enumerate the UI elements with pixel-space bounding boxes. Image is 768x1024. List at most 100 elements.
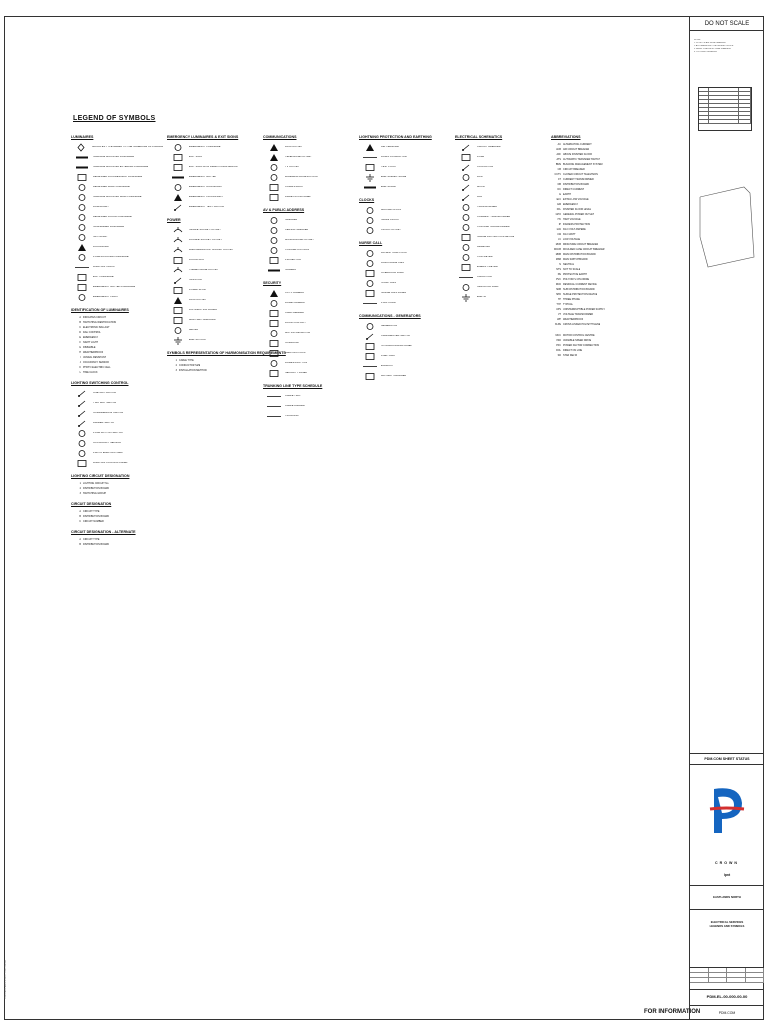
circle-icon [78,193,86,201]
triangle-icon [78,243,86,251]
legend-row: SPOTLIGHT [71,232,163,242]
legend-row: ELECTRIC LOCK [263,348,355,358]
note-text: DISTRIBUTION BOARD [83,543,110,546]
revision-cell [739,120,751,123]
legend-row: SUSPENDED LUMINAIRE [71,222,163,232]
symbol-label: CEILING SPEAKER [285,228,309,231]
legend-row: MOTION DETECTOR [263,328,355,338]
circle-icon [78,429,86,437]
note-id: B [79,515,81,518]
line-icon [75,266,89,268]
note-text: TYPICAL [563,303,573,306]
symbol-label: TRANSFORMER [477,205,498,208]
note-id: 2 [79,487,81,490]
legend-row: EMERGENCY LUMINAIRE [167,142,259,152]
section-heading: COMMUNICATIONS - GENERATORS [359,314,421,318]
symbol-label: CHANGEOVER SWITCH [381,334,411,337]
drawing-number: PDM-EL-00-000-00-00 [690,989,764,1003]
note-text: MOTOR CONTROL CENTRE [563,334,595,337]
section-heading: LIGHTING CIRCUIT DESIGNATION [71,474,130,478]
note-id: WP [557,318,561,321]
circle-icon [174,143,182,151]
section-heading: ABBREVIATIONS [551,135,581,139]
symbol-label: TRUNKING [285,414,299,417]
symbol-label: FLOOR BOX [189,258,205,261]
symbol-cell [71,272,93,282]
symbol-cell [71,152,93,162]
note-id: F [79,341,81,344]
note-id: HV [557,218,561,221]
symbol-label: INTERMEDIATE SWITCH [93,411,124,414]
switch-icon [462,184,470,191]
note-id: RCD [555,283,561,286]
section-heading: ELECTRICAL SCHEMATICS [455,135,503,139]
legend-row: SURFACE MOUNTED EXTERNAL LUMINAIRE [71,162,163,172]
legend-row: MICROPHONE OUTLET [263,235,355,245]
symbol-cell [455,182,477,192]
symbol-cell [71,232,93,242]
note-id: UPS [556,308,561,311]
info-grid-cell [746,968,764,972]
section-heading: CIRCUIT DESIGNATION [71,502,112,506]
symbol-label: WIRELESS ACCESS POINT [285,175,319,178]
note-text: VARIABLE SPEED DRIVE [563,339,592,342]
symbol-label: CONTACTOR [477,165,494,168]
symbol-cell [263,348,285,358]
legend-row: PHOTO ELECTRIC CELL [71,448,163,458]
note-text: POWER FACTOR CORRECTION [563,344,600,347]
box-icon [269,309,279,317]
revision-cell: FOR INFORMATION [709,100,740,103]
circle-icon [78,223,86,231]
symbol-cell [359,215,381,225]
legend-row: PROJECTOR [263,255,355,265]
legend-row: EMERGENCY TEST SWITCH [167,202,259,212]
drawing-title-line2: LEGENDS AND SYMBOLS [709,923,745,928]
symbol-label: CCTV CAMERA [285,291,304,294]
circle-icon [366,279,374,287]
symbol-label: EXHAUST [381,364,394,367]
revision-cell [739,96,751,99]
circle-icon [366,226,374,234]
triangle-icon [270,153,278,161]
symbol-cell [263,338,285,348]
legend-row: CIRCUIT BREAKER [455,142,547,152]
legend-row: MCCB [455,182,547,192]
symbol-label: SINGLE SOCKET OUTLET [189,228,221,231]
circle-icon [462,203,470,211]
info-grid-cell [746,978,764,982]
legend-row: RECESSED WALL LUMINAIRE [71,182,163,192]
circle-icon [270,329,278,337]
revision-cell [699,112,709,115]
note-id: B [79,321,81,324]
symbol-label: EARTH POINT [189,338,207,341]
symbol-label: EMERGENCY TEST SWITCH [189,205,224,208]
legend-row: EXHAUST [359,361,451,371]
symbol-label: PUSH BUTTON SWITCH [93,431,123,434]
symbol-label: DOME CAMERA [285,301,305,304]
symbol-label: SECURITY PANEL [285,371,308,374]
circle-icon [366,249,374,257]
note-id: DC [557,188,561,191]
revision-cell [699,104,709,107]
note-id: DOL [556,349,561,352]
symbol-cell [167,182,189,192]
circle-icon [78,213,86,221]
symbol-cell [263,192,285,202]
